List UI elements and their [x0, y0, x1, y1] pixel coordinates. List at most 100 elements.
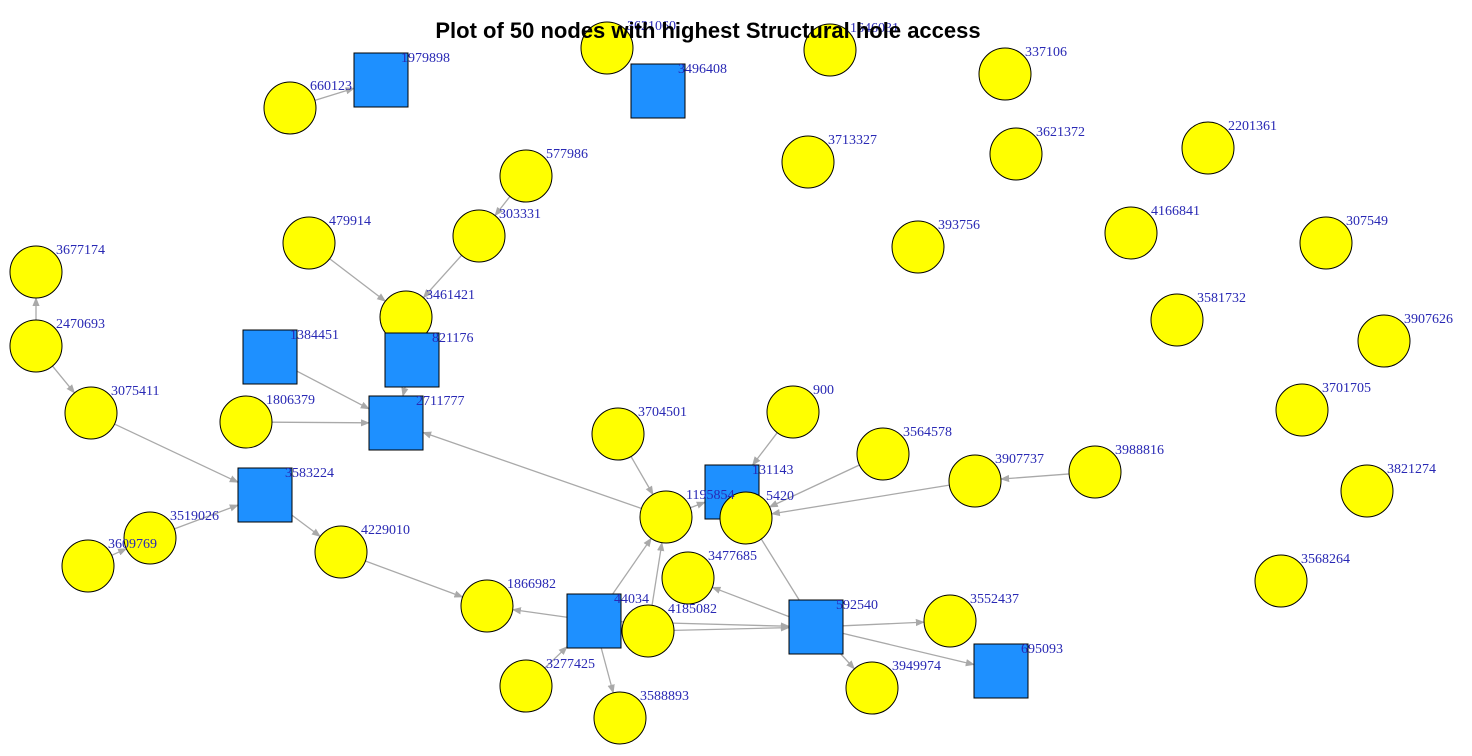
node-label-44034: 44034 [614, 592, 649, 607]
node-1195854 [639, 490, 693, 544]
node-label-3949974: 3949974 [892, 659, 941, 674]
edges-layer [32, 87, 1070, 694]
node-2201361 [1181, 121, 1235, 175]
node-label-3519026: 3519026 [170, 509, 219, 524]
node-3949974 [845, 661, 899, 715]
node-337106 [978, 47, 1032, 101]
node-label-1195854: 1195854 [686, 488, 734, 503]
plot-title: Plot of 50 nodes with highest Structural… [435, 18, 980, 43]
node-label-4229010: 4229010 [361, 523, 410, 538]
node-307549 [1299, 216, 1353, 270]
node-label-592540: 592540 [836, 598, 878, 613]
node-label-3075411: 3075411 [111, 384, 159, 399]
node-3552437 [923, 594, 977, 648]
node-2711777 [368, 395, 424, 451]
node-660123 [263, 81, 317, 135]
node-1979898 [353, 52, 409, 108]
labels-layer: 6601231979898362106034964081646031337106… [56, 19, 1453, 704]
node-2470693 [9, 319, 63, 373]
node-3564578 [856, 427, 910, 481]
node-label-1806379: 1806379 [266, 393, 315, 408]
node-label-2470693: 2470693 [56, 317, 105, 332]
node-3477685 [661, 551, 715, 605]
node-label-303331: 303331 [499, 207, 541, 222]
node-4229010 [314, 525, 368, 579]
edge-3564578-5420 [768, 464, 860, 508]
node-3704501 [591, 407, 645, 461]
node-479914 [282, 216, 336, 270]
node-label-2711777: 2711777 [416, 394, 464, 409]
node-label-3564578: 3564578 [903, 425, 952, 440]
nodes-layer [9, 21, 1411, 745]
node-label-131143: 131143 [752, 463, 793, 478]
node-label-3609769: 3609769 [108, 537, 157, 552]
edge-3519026-3583224 [174, 504, 239, 530]
node-label-3581732: 3581732 [1197, 291, 1246, 306]
node-577986 [499, 149, 553, 203]
edge-3704501-1195854 [630, 456, 654, 496]
node-3519026 [123, 511, 177, 565]
edge-660123-1979898 [314, 87, 355, 101]
edge-577986-303331 [494, 196, 511, 217]
node-695093 [973, 643, 1029, 699]
node-3277425 [499, 659, 553, 713]
node-4185082 [621, 604, 675, 658]
edge-3075411-3583224 [114, 423, 239, 483]
edge-3609769-3519026 [111, 548, 128, 556]
node-303331 [452, 209, 506, 263]
node-3907737 [948, 454, 1002, 508]
node-44034 [566, 593, 622, 649]
node-5420 [719, 491, 773, 545]
node-label-3621372: 3621372 [1036, 125, 1085, 140]
node-label-1979898: 1979898 [401, 51, 450, 66]
node-label-3704501: 3704501 [638, 405, 687, 420]
edge-592540-3477685 [711, 586, 790, 618]
node-label-393756: 393756 [938, 218, 980, 233]
node-1866982 [460, 579, 514, 633]
node-label-900: 900 [813, 383, 834, 398]
node-900 [766, 385, 820, 439]
edge-1195854-2711777 [422, 431, 642, 510]
node-label-5420: 5420 [766, 489, 794, 504]
edge-2470693-3075411 [51, 365, 76, 394]
node-592540 [788, 599, 844, 655]
node-label-821176: 821176 [432, 331, 473, 346]
node-label-3907737: 3907737 [995, 452, 1044, 467]
node-3621372 [989, 127, 1043, 181]
node-3621060 [580, 21, 634, 75]
node-label-337106: 337106 [1025, 45, 1067, 60]
node-3496408 [630, 63, 686, 119]
edge-4185082-1195854 [651, 541, 665, 606]
edge-3277425-44034 [544, 646, 568, 669]
node-label-660123: 660123 [310, 79, 352, 94]
edge-303331-3461421 [422, 254, 463, 299]
node-1806379 [219, 395, 273, 449]
node-3701705 [1275, 383, 1329, 437]
node-label-577986: 577986 [546, 147, 588, 162]
node-3583224 [237, 467, 293, 523]
edge-3907737-5420 [770, 484, 950, 517]
edge-4229010-1866982 [365, 560, 464, 598]
node-label-3677174: 3677174 [56, 243, 105, 258]
node-label-3568264: 3568264 [1301, 552, 1350, 567]
node-label-3621060: 3621060 [627, 19, 676, 34]
node-3609769 [61, 539, 115, 593]
edge-3583224-4229010 [291, 514, 321, 537]
node-label-4166841: 4166841 [1151, 204, 1200, 219]
node-3907626 [1357, 314, 1411, 368]
edge-900-131143 [752, 432, 778, 466]
node-label-307549: 307549 [1346, 214, 1388, 229]
node-3713327 [781, 135, 835, 189]
node-393756 [891, 220, 945, 274]
edge-1384451-2711777 [296, 370, 370, 410]
node-label-3988816: 3988816 [1115, 443, 1164, 458]
edge-592540-3949974 [840, 653, 856, 670]
node-label-3496408: 3496408 [678, 62, 727, 77]
node-label-3477685: 3477685 [708, 549, 757, 564]
node-4166841 [1104, 206, 1158, 260]
edge-3988816-3907737 [1000, 473, 1070, 483]
node-1384451 [242, 329, 298, 385]
edge-44034-1195854 [612, 537, 652, 595]
node-label-3713327: 3713327 [828, 133, 877, 148]
